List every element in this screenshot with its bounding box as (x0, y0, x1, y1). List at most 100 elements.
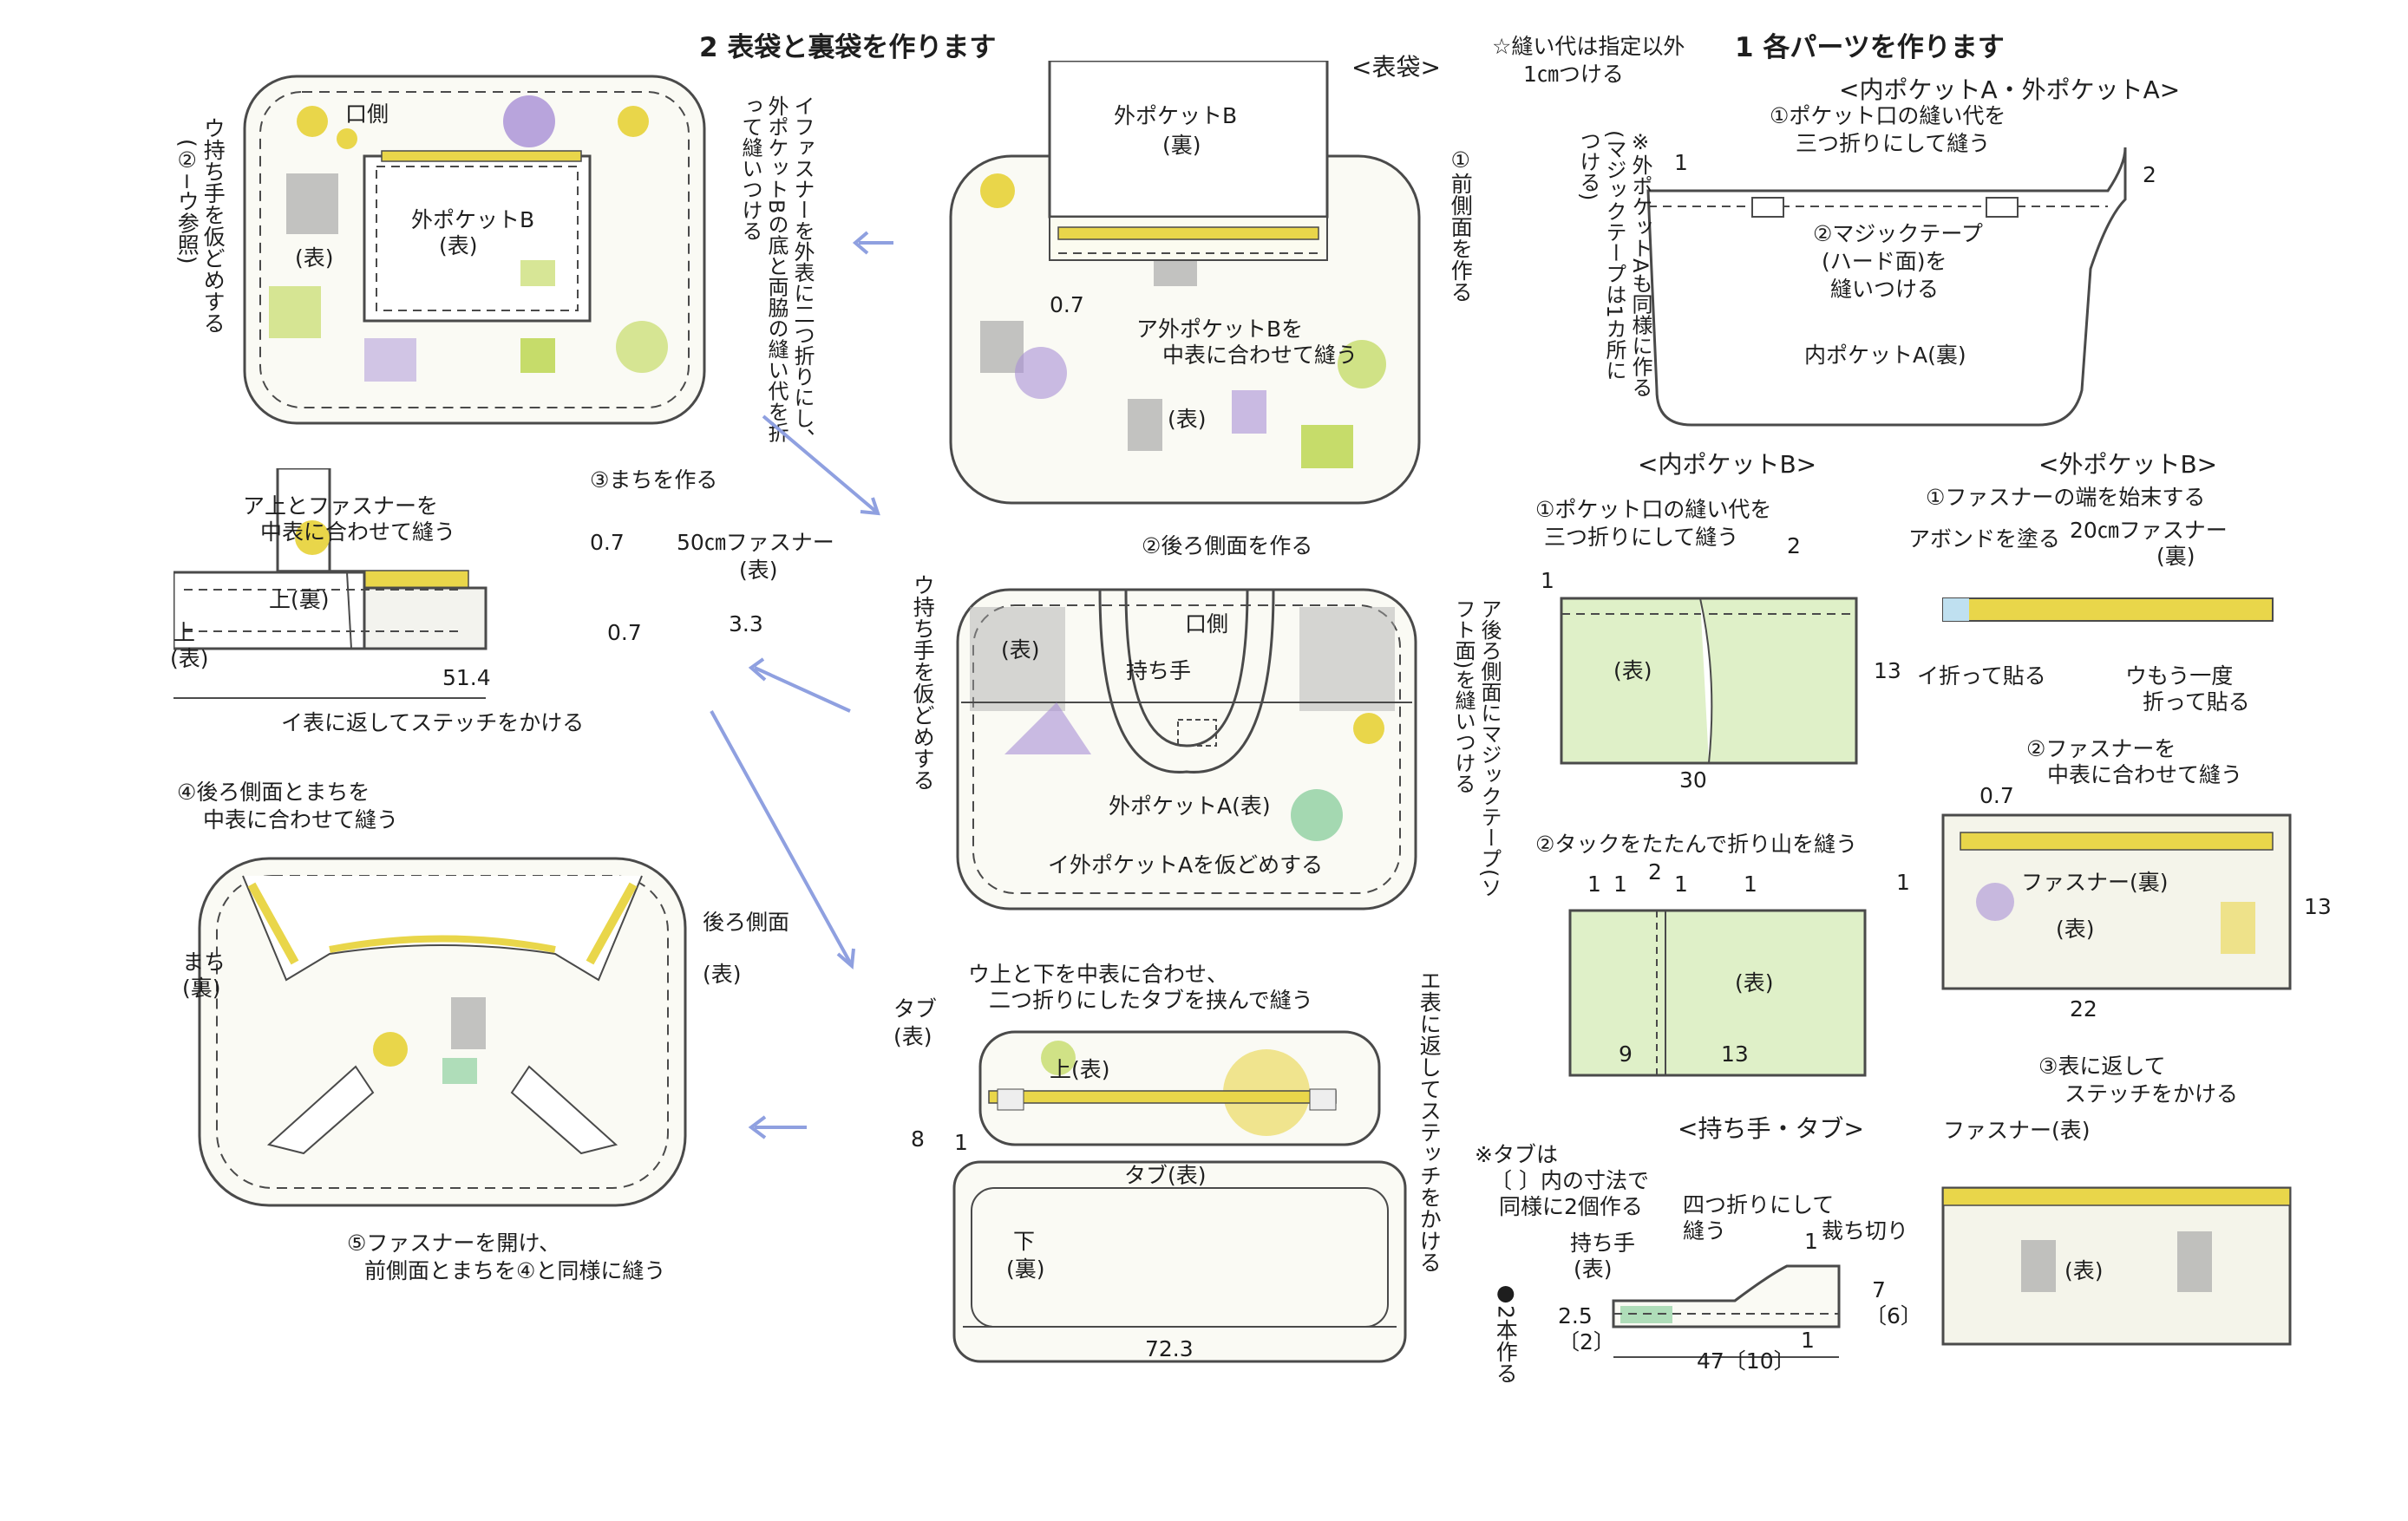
figure-front-side-drawing (949, 61, 1421, 505)
allowance-note-2: 1㎝つける (1523, 62, 1624, 87)
label-ue-2-omote: (表) (170, 646, 209, 671)
figure-back-side-drawing (956, 588, 1417, 911)
figure-outer-b: ①ファスナーの端を始末する アボンドを塗る 20㎝ファスナー (裏) イ折って貼… (1896, 485, 2394, 1361)
label-ue-ura: 上(裏) (269, 587, 330, 612)
ob-d1: 1 (1896, 870, 1910, 895)
ob-a: アボンドを塗る (1908, 526, 2061, 552)
step-5: ⑤ファスナーを開け、 (347, 1231, 561, 1256)
pb-step1: ①ポケット口の縫い代を (1535, 497, 1772, 522)
handle-fold: 四つ折りにして (1683, 1192, 1835, 1217)
figure-gusset: ③まちを作る ア上とファスナーを 中表に合わせて縫う 0.7 50㎝ファスナー … (170, 467, 834, 746)
dim-07-a: 0.7 (590, 530, 625, 555)
note-a-pocket-b: ア外ポケットBを (1136, 317, 1304, 342)
ob-step1: ①ファスナーの端を始末する (1926, 485, 2206, 510)
figure-front-pocket-b-drawing (243, 75, 706, 425)
label-tab: タブ (893, 996, 938, 1022)
ob-step2: ②ファスナーを (2026, 736, 2176, 761)
pb-t1a: 1 (1587, 871, 1601, 897)
label-shita: 下 (1013, 1229, 1036, 1254)
label-pocket-omote: (表) (439, 233, 478, 258)
figure-assembly: ④後ろ側面とまちを 中表に合わせて縫う まち (裏) 後ろ側面 (表) ⑤ファス… (156, 780, 789, 1301)
figure-handle-drawing (1612, 1264, 1841, 1358)
figure-join-drawing (952, 1030, 1407, 1363)
note-i-pocket-a: イ外ポケットAを仮どめする (1048, 852, 1324, 878)
note-u-handle: ウ持ち手を仮どめする (200, 117, 226, 334)
label-machi: まち (182, 950, 226, 975)
dim-723: 72.3 (1145, 1336, 1194, 1361)
figure-assembly-drawing (198, 857, 687, 1207)
pa-d1: 1 (1674, 150, 1688, 175)
ob-step3b: ステッチをかける (2064, 1081, 2239, 1106)
pocket-a-title: <内ポケットA・外ポケットA> (1839, 75, 2181, 104)
pb-d1: 1 (1541, 568, 1554, 593)
pb-d13b: 13 (1721, 1041, 1749, 1067)
step-back-side: ②後ろ側面を作る (1142, 533, 1313, 558)
pa-label: 内ポケットA(裏) (1804, 343, 1966, 368)
ob-d07: 0.7 (1979, 783, 2014, 808)
label-ue-omote: 上(表) (1050, 1057, 1110, 1082)
label-tab-omote: (表) (893, 1024, 932, 1049)
ob-zip3: ファスナー(表) (1943, 1118, 2091, 1143)
pb-t1d: 1 (1744, 871, 1757, 897)
label-shita-ura: (裏) (1006, 1257, 1045, 1282)
label-pocket-a-omote: 外ポケットA(表) (1109, 793, 1271, 819)
step-4b: 中表に合わせて縫う (203, 807, 399, 832)
label-tab-omote-2: タブ(表) (1124, 1163, 1207, 1188)
note-i-stitch: イ表に返してステッチをかける (281, 710, 585, 735)
label-pocket-b-ura: (裏) (1162, 133, 1201, 158)
note-a-zipper: ア上とファスナーを (243, 493, 439, 519)
note-i-zipper: イファスナーを外表に二つ折りにし、外ポケットBの底と両脇の縫い代を折って縫いつけ… (738, 95, 815, 449)
ob-omote2: (表) (2064, 1258, 2104, 1283)
handle-label: 持ち手 (1570, 1231, 1636, 1256)
handle-cut: 裁ち切り (1822, 1218, 1909, 1244)
label-bag-omote: (表) (295, 245, 334, 271)
outer-b-title: <外ポケットB> (2038, 450, 2218, 479)
handle-note3: 同様に2個作る (1499, 1194, 1643, 1219)
note-u-handle-2: ウ持ち手を仮どめする (910, 574, 936, 791)
pa-note: ※外ポケットAも同様に作る(マジックテープは1カ所につける) (1576, 130, 1652, 398)
handle-d6: 〔6〕 (1865, 1303, 1922, 1328)
pb-omote2: (表) (1735, 970, 1774, 996)
pb-omote: (表) (1613, 658, 1652, 683)
figure-join: ウ上と下を中表に合わせ、 二つ折りにしたタブを挟んで縫う タブ (表) 上(表)… (885, 962, 1475, 1379)
pb-step1b: 三つ折りにして縫う (1544, 525, 1739, 550)
ob-u2: 折って貼る (2143, 689, 2250, 715)
pa-step1: ①ポケット口の縫い代を (1770, 103, 2006, 128)
pb-t1c: 1 (1674, 871, 1688, 897)
label-back-omote: (表) (1001, 637, 1040, 663)
pb-t2: 2 (1648, 859, 1662, 885)
handle-d25: 2.5 (1558, 1303, 1593, 1328)
label-back-kuchigawa: 口側 (1185, 611, 1229, 636)
dim-8: 8 (911, 1126, 925, 1152)
label-machi-ura: (裏) (182, 976, 221, 1001)
note-u-ref: (②−ウ参照) (174, 139, 200, 264)
pb-d2: 2 (1787, 533, 1801, 558)
dim-1: 1 (954, 1130, 968, 1155)
pa-step2: ②マジックテープ (1813, 221, 1983, 246)
label-zipper-50: 50㎝ファスナー (677, 530, 834, 555)
step-4: ④後ろ側面とまちを (177, 780, 370, 805)
label-pocket-b: 外ポケットB (411, 207, 535, 232)
handle-d1a: 1 (1804, 1229, 1818, 1254)
pb-d9: 9 (1619, 1041, 1633, 1067)
handle-title: <持ち手・タブ> (1678, 1114, 1864, 1143)
pa-step2b: (ハード面)を (1822, 249, 1947, 274)
handle-label-omote: (表) (1574, 1257, 1613, 1282)
omote-bag-title: <表袋> (1351, 53, 1441, 82)
note-u-join-2: 二つ折りにしたタブを挟んで縫う (989, 988, 1313, 1013)
handle-fold2: 縫う (1683, 1218, 1727, 1244)
note-a-zipper-2: 中表に合わせて縫う (260, 519, 456, 545)
pa-step1b: 三つ折りにして縫う (1796, 131, 1991, 156)
label-zipper-omote: (表) (739, 558, 778, 583)
step-5b: 前側面とまちを④と同様に縫う (364, 1258, 666, 1283)
note-a-velcro: ア後ろ側面にマジックテープ(ソフト面)を縫いつける (1451, 598, 1502, 898)
pb-d30: 30 (1679, 767, 1707, 793)
note-u-join: ウ上と下を中表に合わせ、 (968, 962, 1229, 987)
handle-d2: 〔2〕 (1558, 1329, 1615, 1355)
label-back-side: 後ろ側面 (703, 910, 790, 935)
note-a-pocket-b-2: 中表に合わせて縫う (1162, 343, 1358, 368)
figure-front-pocket-b: 口側 外ポケットB (表) (表) (234, 61, 720, 442)
dim-07-b: 0.7 (607, 620, 642, 645)
ob-step2b: 中表に合わせて縫う (2047, 762, 2243, 787)
figure-front-side: 外ポケットB (裏) 0.7 ア外ポケットBを 中表に合わせて縫う (表) (946, 61, 1431, 512)
